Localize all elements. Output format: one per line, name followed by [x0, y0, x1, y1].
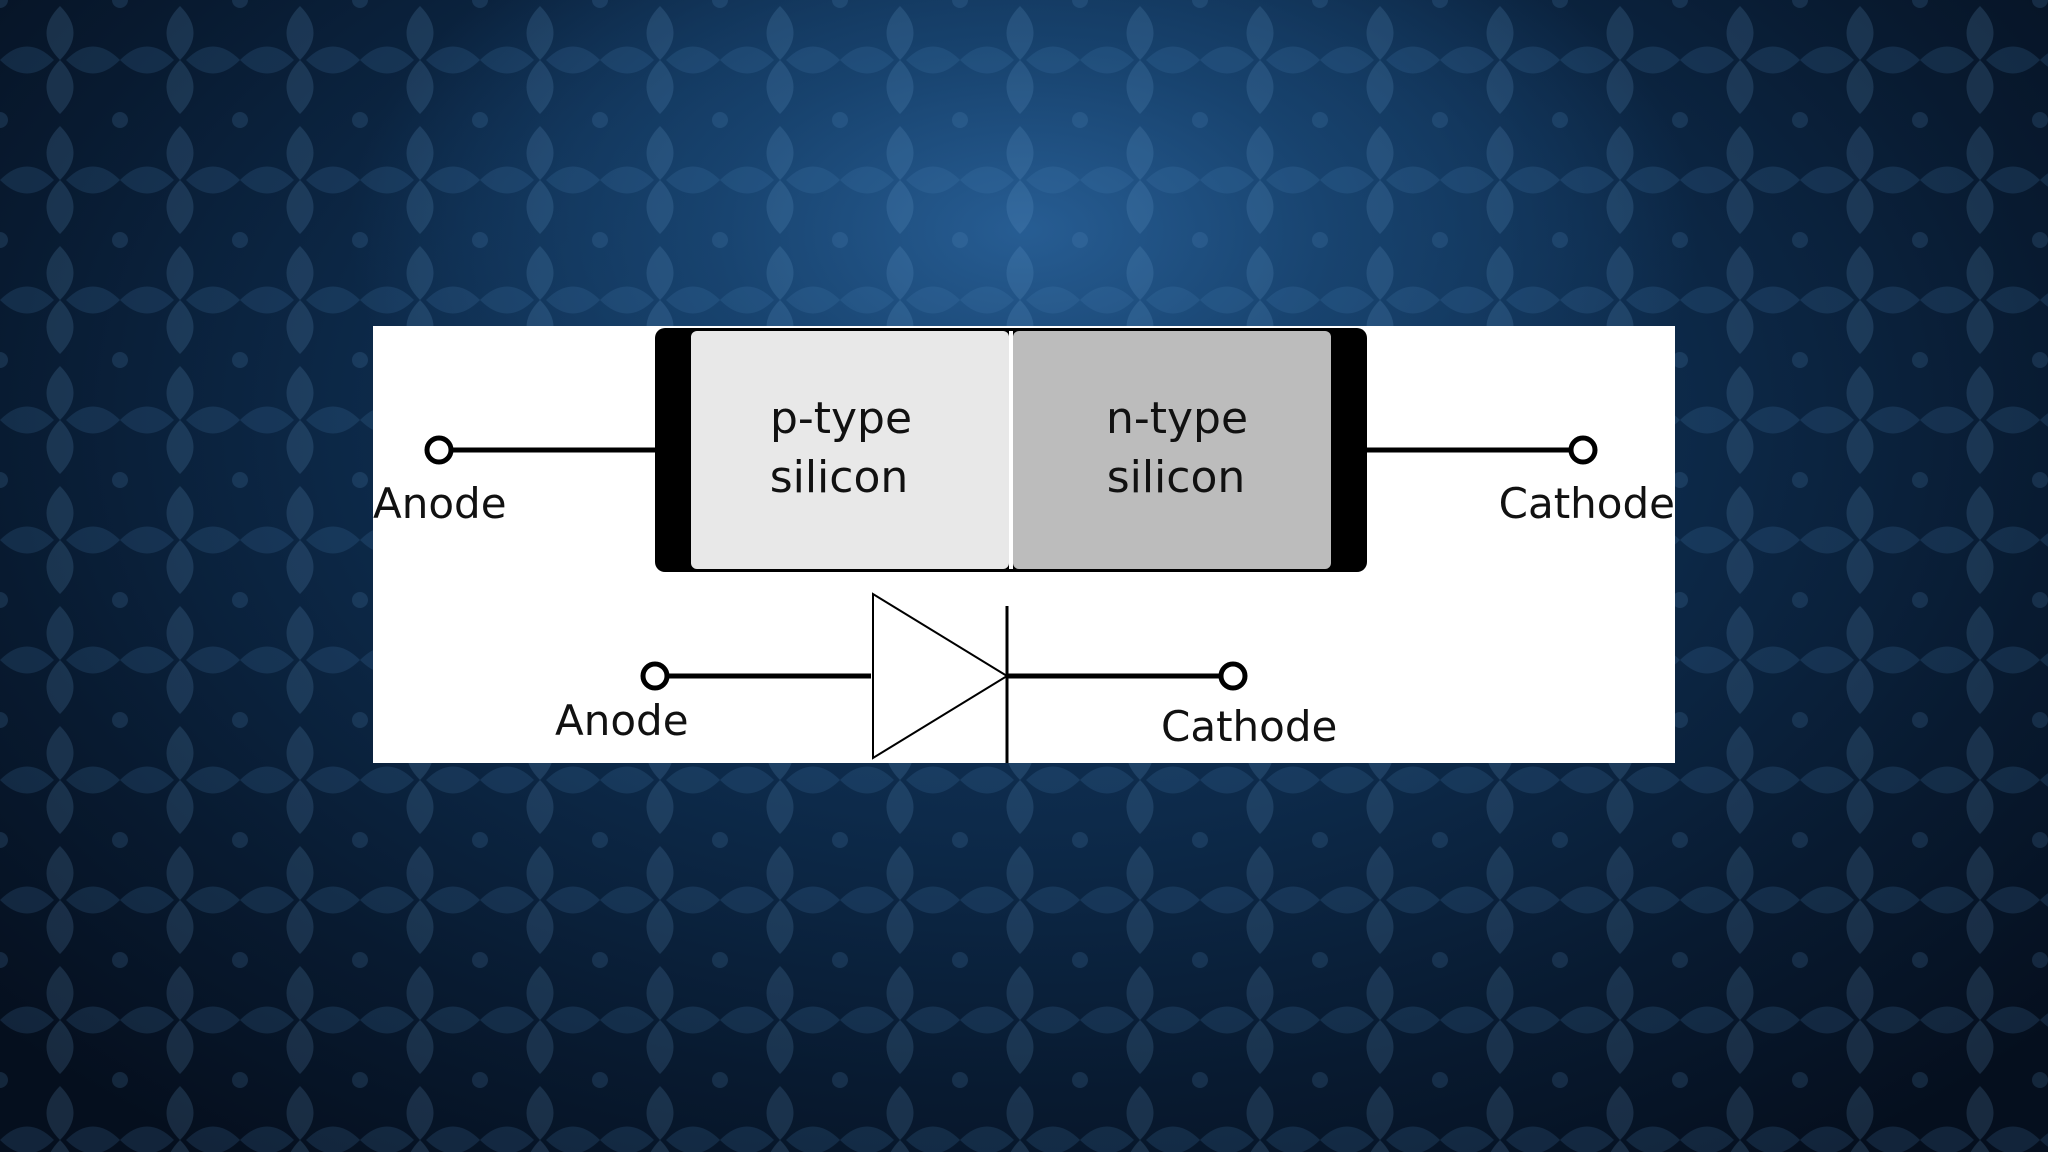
diode-triangle [872, 592, 1009, 760]
diode-symbol: Anode Cathode [555, 592, 1337, 763]
cathode-label-symbol: Cathode [1161, 702, 1337, 751]
anode-label-top: Anode [373, 479, 507, 528]
junction-line [1009, 331, 1013, 569]
diode-diagram-svg: p-type silicon n-type silicon Anode Cath… [373, 328, 1675, 763]
diode-diagram: p-type silicon n-type silicon Anode Cath… [373, 326, 1675, 763]
cathode-terminal-symbol [1218, 661, 1248, 691]
p-type-label-line2: silicon [770, 452, 909, 503]
p-type-region [691, 331, 1009, 569]
p-type-label-line1: p-type [770, 393, 912, 444]
cathode-terminal-top [1568, 435, 1598, 465]
anode-terminal-top [424, 435, 454, 465]
n-type-label-line2: silicon [1107, 452, 1246, 503]
n-type-region [1013, 331, 1331, 569]
cathode-label-top: Cathode [1499, 479, 1675, 528]
anode-terminal-symbol [640, 661, 670, 691]
anode-label-symbol: Anode [555, 696, 689, 745]
n-type-label-line1: n-type [1106, 393, 1248, 444]
pn-junction-block: p-type silicon n-type silicon Anode Cath… [373, 328, 1675, 572]
